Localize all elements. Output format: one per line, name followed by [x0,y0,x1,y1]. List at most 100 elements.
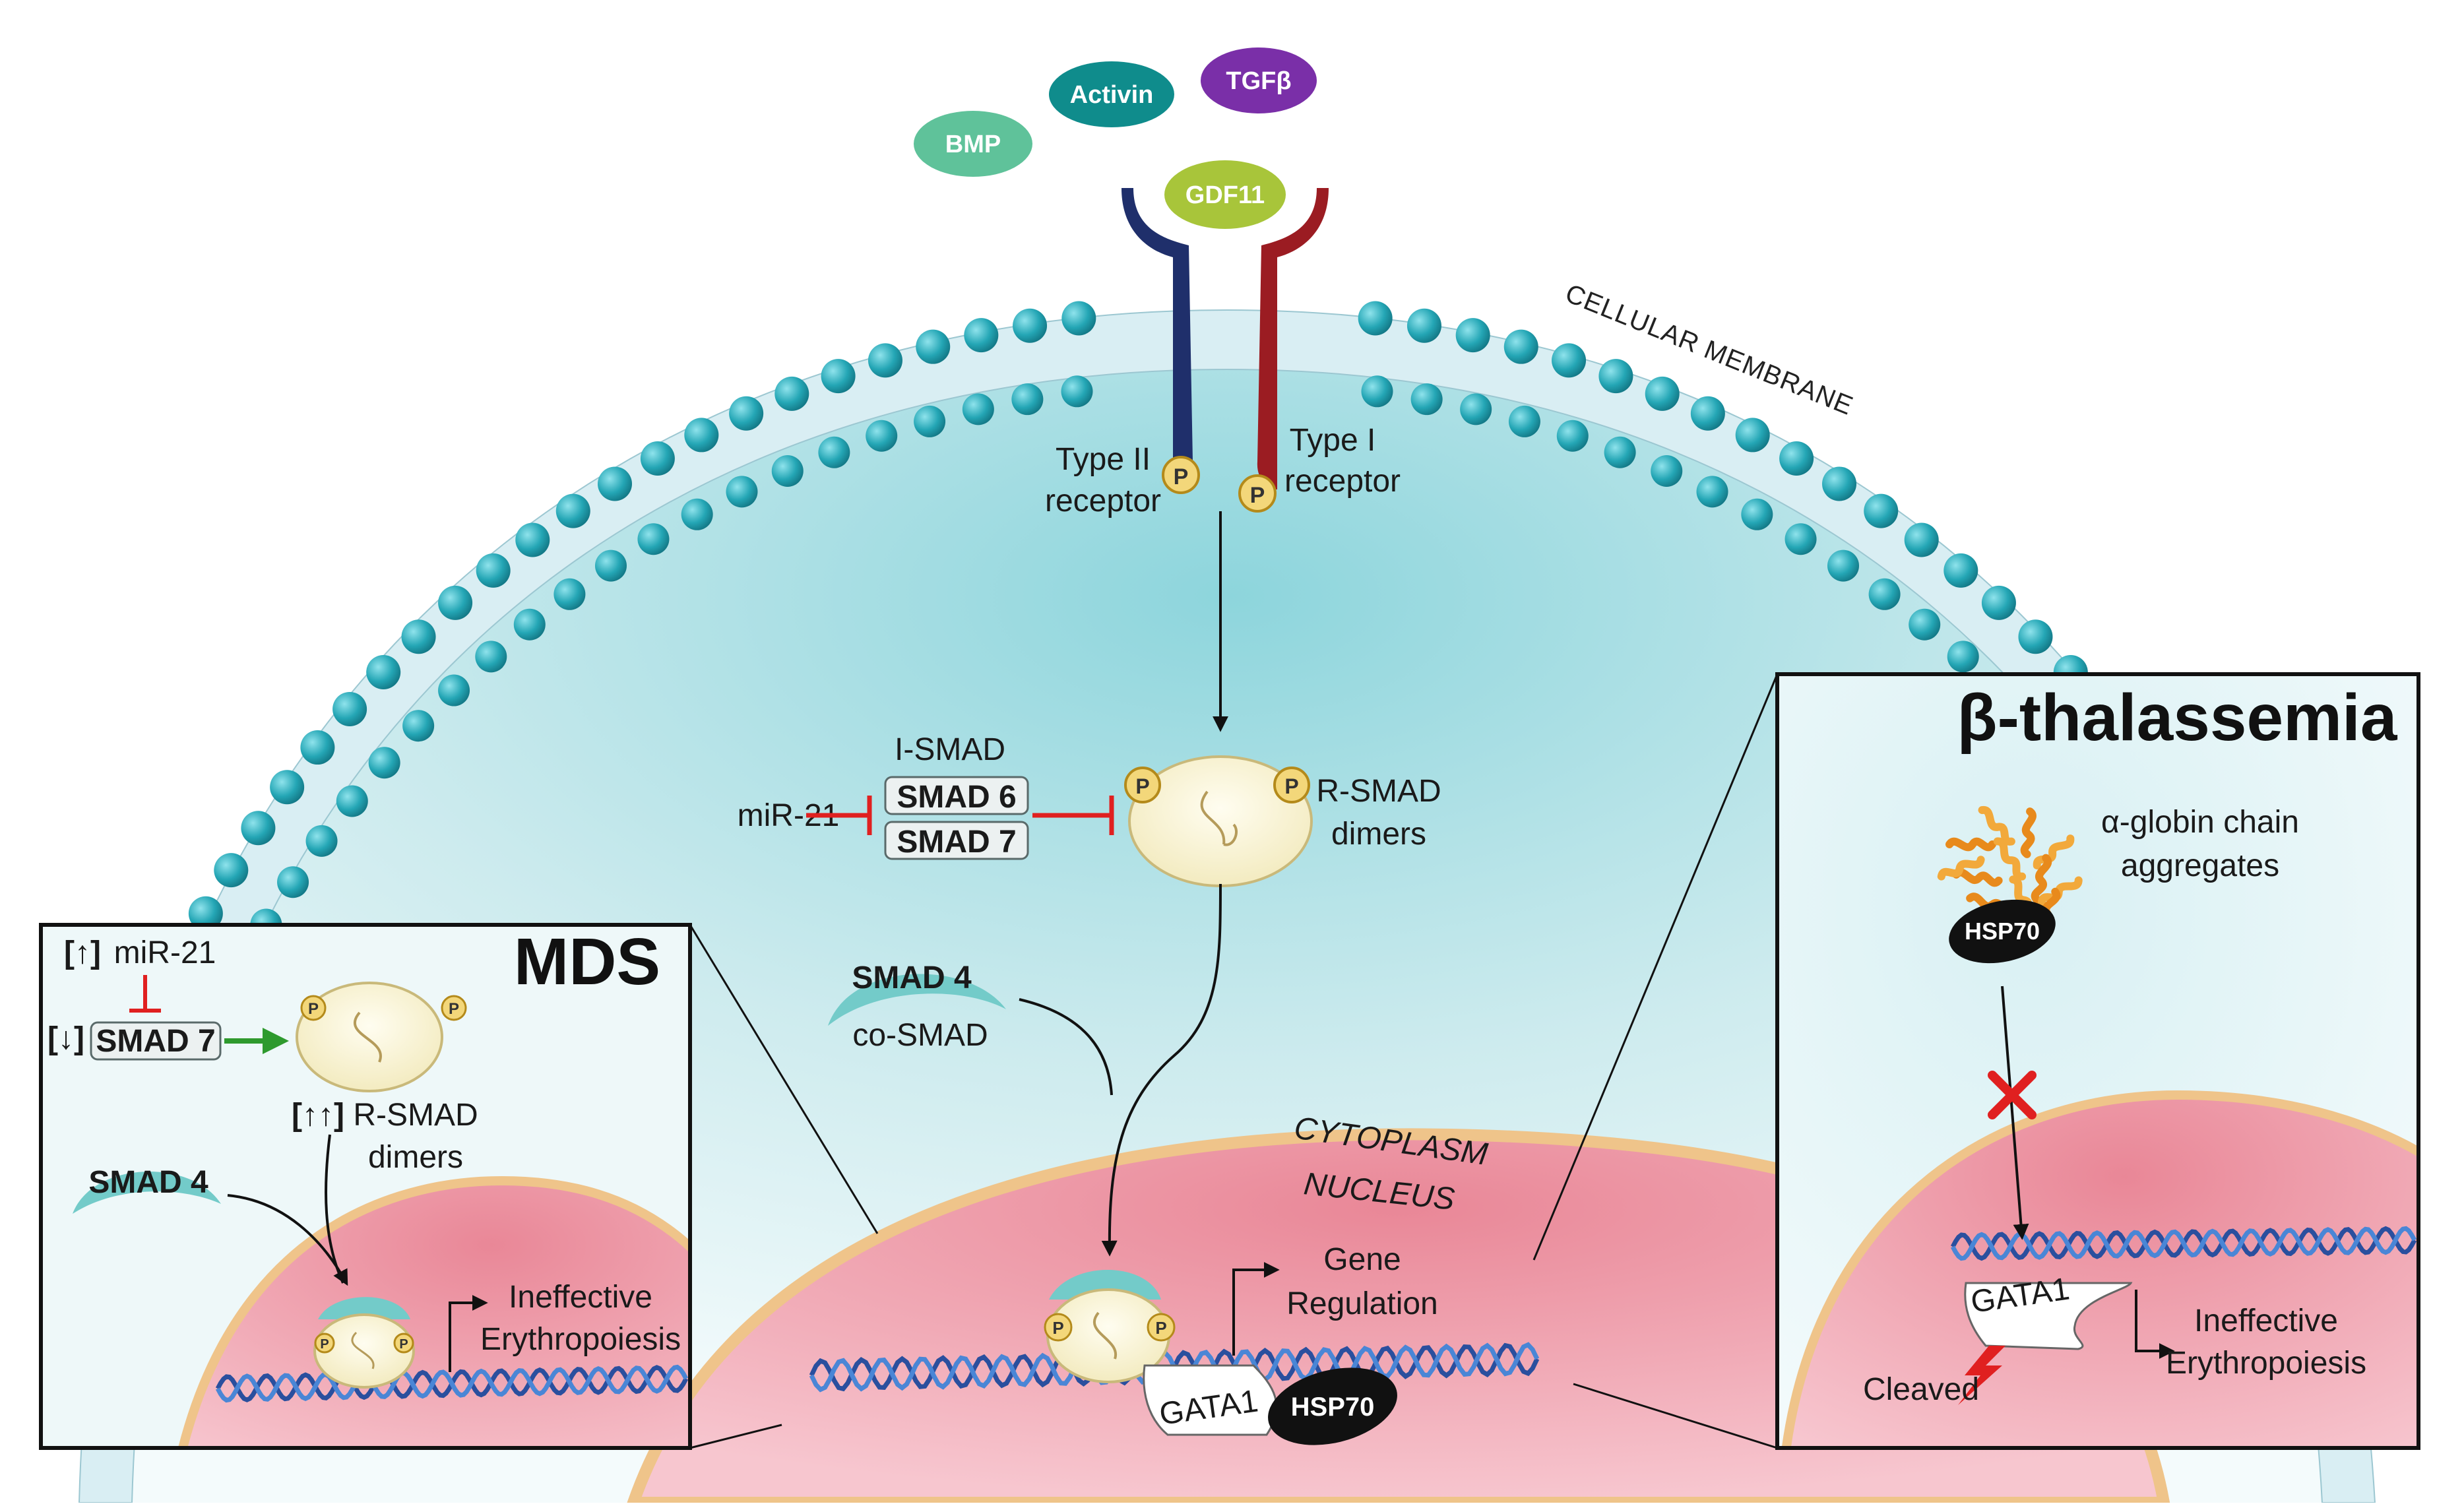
phospho-label: P [308,1000,319,1018]
type1-receptor-label-line2: receptor [1284,464,1401,499]
phospho-type1: P [1238,474,1277,513]
lipid-head [1503,329,1538,364]
lipid-head [684,418,719,453]
gene-regulation-line1: Gene [1323,1242,1401,1277]
aggregate-fragment [2020,807,2037,858]
lipid-head [305,825,338,857]
gdf11-ligand: GDF11 [1164,160,1286,229]
aggregate-fragment [2033,834,2075,870]
type2-receptor-label-line2: receptor [1045,484,1161,518]
mds-smad7-box [90,1021,222,1061]
lipid-head [1061,375,1093,408]
lipid-head [300,730,335,765]
tgfb-ligand: TGFβ [1201,47,1317,113]
mds-title: MDS [514,925,660,999]
lipid-head [513,608,546,641]
lipid-head [1696,476,1728,508]
thal-blocked-arrow [2001,986,2029,1240]
dna-backbone [1950,1226,2417,1261]
mds-up-marker: [↑] [64,935,101,970]
nuclear-smad-complex [1044,1270,1176,1383]
lipid-head [1909,608,1941,641]
phospho-label: P [399,1337,408,1352]
lipid-head [866,420,898,452]
dna-backbone [215,1364,689,1403]
thal-aggregate-line1: α-globin chain [2101,805,2299,840]
activin-ligand: Activin [1049,61,1174,127]
rsmad-to-nucleus-path [1101,883,1222,1257]
mds-outcome-line2: Erythropoiesis [480,1322,681,1357]
thal-hsp70-label: HSP70 [1965,918,2040,945]
phospho-rsmad-left: P [1124,767,1161,803]
lipid-head [1460,393,1492,425]
type2-receptor-label-line1: Type II [1056,442,1151,477]
type1-receptor [1257,188,1329,489]
lipid-head [336,785,368,817]
hsp70-label: HSP70 [1291,1393,1375,1422]
lipid-head [515,522,550,557]
lipid-head [366,654,401,689]
mds-rsmad-line1: R-SMAD [353,1098,478,1133]
tgfb-label: TGFβ [1226,67,1291,95]
lipid-head [1552,343,1587,378]
lipid-head [1061,301,1096,336]
lipid-head [1822,466,1857,501]
lipid-head [476,553,511,588]
phospho-label: P [1052,1318,1063,1338]
mds-dna-strand [215,1364,689,1403]
aggregate-fragment [1937,856,1985,881]
lipid-head [1645,376,1680,411]
mds-zoom-line-top [689,924,879,1234]
smad7-label: SMAD 7 [897,825,1016,860]
phospho-label: P [1250,483,1265,508]
lipid-head [1735,418,1770,453]
lipid-head [241,811,276,846]
aggregate-fragment [1993,837,2027,881]
lipid-head [729,396,764,431]
phospho-type2: P [1162,456,1200,494]
lipid-head [1011,383,1044,416]
thal-zoom-line-top [1532,674,1779,1261]
lipid-head [1651,455,1683,487]
lipid-head [771,455,804,487]
ismad-label: I-SMAD [895,732,1005,767]
smad7-box [884,821,1029,860]
lipid-head [1690,396,1725,431]
activin-label: Activin [1070,81,1154,109]
lipid-head [1785,523,1817,555]
mds-mir21-label: miR-21 [114,935,216,970]
mds-upup-marker: [↑↑] [292,1098,344,1133]
lipid-head [962,393,994,425]
lipid-head [1604,436,1636,468]
lipid-head [1943,553,1978,588]
lipid-head [726,476,758,508]
lipid-head [438,585,473,620]
lipid-head [214,853,249,888]
mds-rsmad-line2: dimers [368,1140,463,1175]
smad4-to-nucleus-path [1019,998,1113,1096]
mds-smad7-label: SMAD 7 [96,1024,215,1059]
lipid-head [368,747,400,779]
type1-receptor-label-line1: Type I [1290,423,1376,458]
lipid-head [1741,498,1773,530]
phospho-label: P [1284,774,1298,798]
lipid-head [964,318,999,353]
smad4-cosmad: SMAD 4 [828,960,1006,1026]
smad6-label: SMAD 6 [897,780,1016,815]
block-x-icon [1988,1071,2037,1119]
lipid-head [597,466,632,501]
lipid-head [914,405,946,437]
lipid-head [594,549,627,582]
phospho-label: P [1174,464,1189,489]
aggregate-fragment [2031,854,2052,904]
phospho-label: P [320,1337,329,1352]
lipid-head [438,674,470,706]
aggregate-fragment [1978,806,2015,846]
lipid-head [1598,359,1633,394]
lipid-head [188,896,223,931]
lipid-head [774,376,809,411]
rsmad-label-line1: R-SMAD [1316,774,1441,809]
thal-hsp70 [1949,899,2056,964]
lipid-head [681,498,713,530]
